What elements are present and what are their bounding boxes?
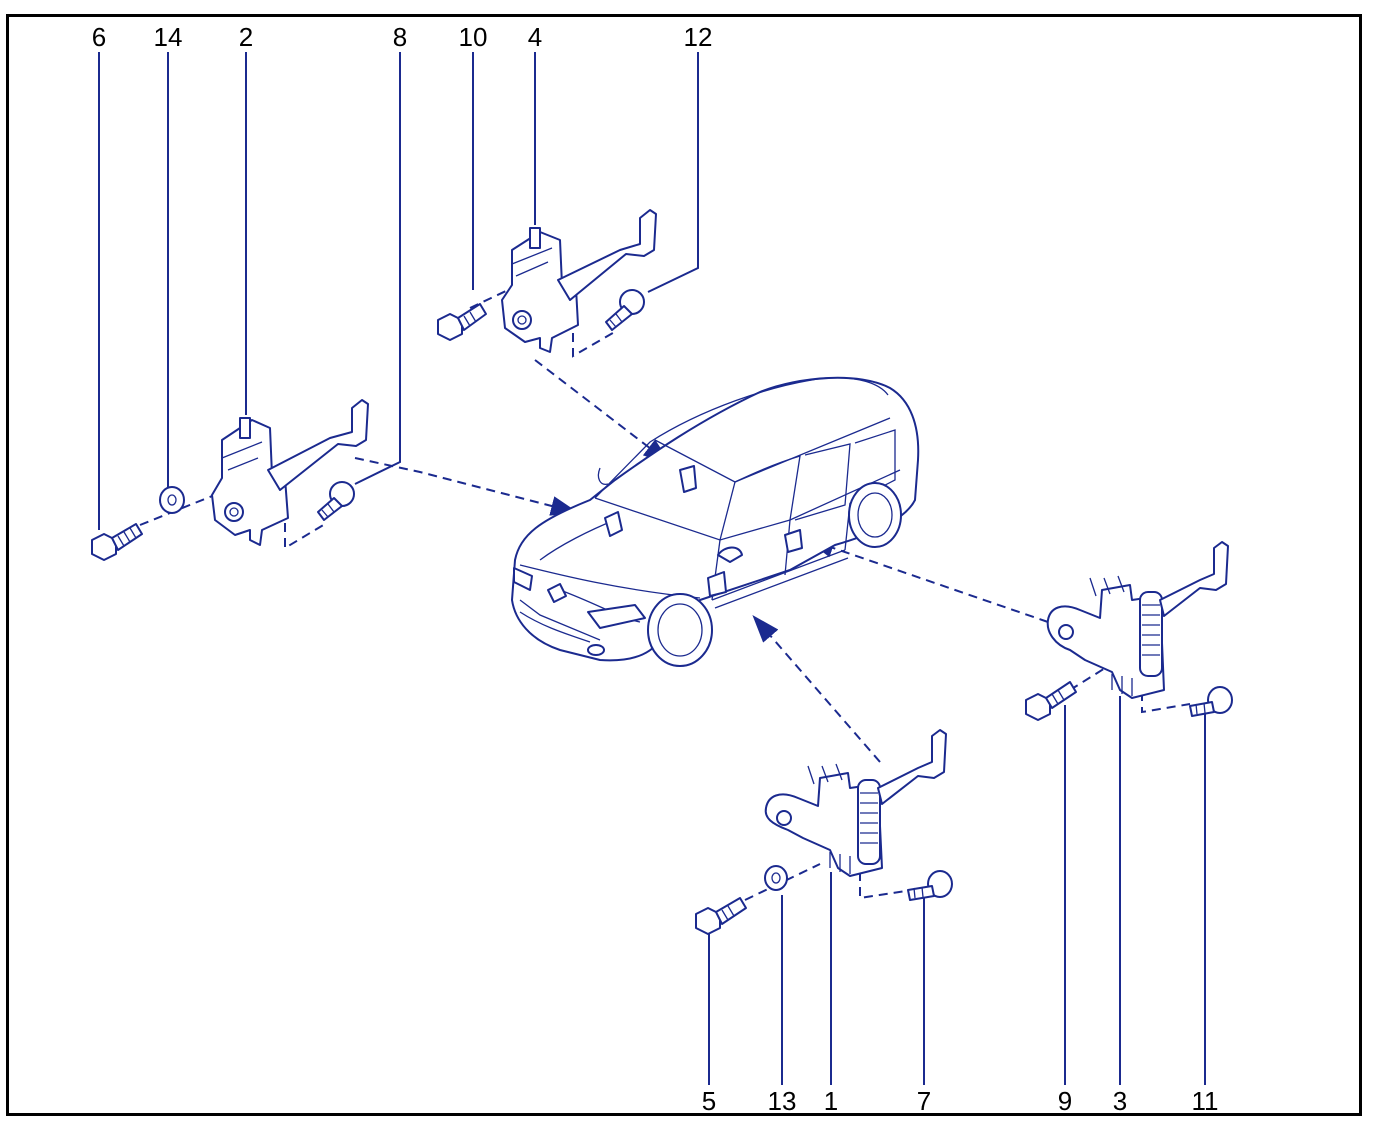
door-check-strap-2 (211, 399, 369, 546)
callout-bottom-3: 7 (917, 1086, 931, 1116)
callout-top-4: 10 (459, 22, 488, 52)
bolt-10 (437, 303, 487, 341)
bolt-12 (605, 289, 645, 331)
callout-top-5: 4 (528, 22, 542, 52)
callout-bottom-2: 1 (824, 1086, 838, 1116)
callout-bottom-0: 5 (702, 1086, 716, 1116)
door-check-strap-4 (501, 209, 657, 353)
callout-bottom-1: 13 (768, 1086, 797, 1116)
callout-top-6: 12 (684, 22, 713, 52)
callout-bottom-5: 3 (1113, 1086, 1127, 1116)
bolt-11 (1189, 686, 1233, 717)
assembly-lines (139, 281, 1191, 901)
bolt-9 (1025, 681, 1077, 721)
door-check-strap-1 (764, 729, 947, 877)
callout-bottom-6: 11 (1192, 1086, 1219, 1116)
callout-top-2: 2 (239, 22, 253, 52)
car-body (511, 376, 920, 667)
callout-top-1: 14 (154, 22, 183, 52)
door-check-strap-3 (1046, 541, 1229, 699)
callout-bottom-4: 9 (1058, 1086, 1072, 1116)
bolt-5 (695, 897, 747, 935)
leader-lines (98, 52, 1206, 1085)
washer-13 (764, 865, 788, 891)
callout-top-3: 8 (393, 22, 407, 52)
bolt-6 (91, 523, 143, 561)
bottom-callouts: 5 13 1 7 9 3 11 (702, 1086, 1219, 1116)
callout-top-0: 6 (92, 22, 106, 52)
top-callouts: 6 14 2 8 10 4 12 (92, 22, 713, 52)
bolt-7 (907, 870, 953, 901)
washer-14 (159, 486, 185, 514)
bolt-8 (317, 481, 355, 521)
